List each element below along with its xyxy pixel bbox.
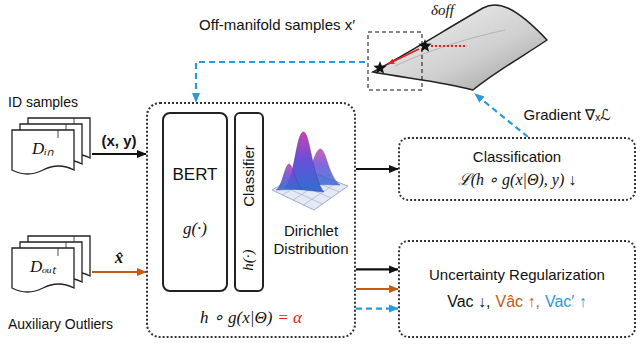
- manifold-surface: Off-manifold samples x′δoff: [365, 0, 550, 94]
- group-heading: ID samples: [8, 94, 78, 110]
- classifier-box: Classifier h(·): [234, 112, 264, 292]
- text-row: Classifier: [240, 145, 257, 207]
- edge-label: (x, y): [99, 132, 138, 149]
- model-output: = α: [277, 308, 302, 328]
- dataset-symbol: Dᵢₙ: [32, 139, 54, 159]
- group-heading: Auxiliary Outliers: [8, 316, 113, 332]
- dataset-stack: Auxiliary OutliersDₒᵤₜ: [12, 236, 92, 296]
- manifold-surface: [373, 5, 547, 90]
- sample-star: [373, 61, 386, 74]
- perturbation-arrow: [388, 49, 419, 64]
- text-row: h(·): [240, 249, 257, 270]
- regularization-title: Uncertainty Regularization: [429, 266, 605, 283]
- vacuity-term: Vâc ↑,: [495, 293, 539, 311]
- regularization-box: Uncertainty RegularizationVac ↓,Vâc ↑,Va…: [398, 240, 636, 338]
- flow-arrow: [92, 153, 146, 155]
- encoder-function: g(·): [183, 219, 207, 239]
- distance-label: δoff: [429, 2, 456, 19]
- flow-arrow: [92, 271, 146, 273]
- text-row: δoff: [429, 2, 456, 19]
- encoder-box: BERT g(·): [162, 112, 228, 292]
- flow-arrow: [196, 62, 365, 102]
- loss-formula: ℒ(h ∘ g(x|Θ), y) ↓: [458, 171, 576, 189]
- text-row: Dᵢₙ: [12, 132, 74, 166]
- sample-star: [418, 39, 431, 52]
- sheet-fold: [58, 130, 59, 138]
- text-row: Vac ↓, Vâc ↑, Vac′ ↑: [447, 293, 587, 311]
- flow-arrow: [356, 168, 398, 170]
- loss-title: Classification: [473, 148, 561, 165]
- classifier-function: h(·): [240, 249, 257, 270]
- edge-label: Gradient ∇ₓℒ: [522, 106, 614, 123]
- density-peak: [276, 164, 302, 190]
- text-row: Dₒᵤₜ: [12, 250, 74, 284]
- loss-box: Classificationℒ(h ∘ g(x|Θ), y) ↓: [398, 137, 636, 201]
- document-sheet: [12, 248, 74, 292]
- surface-shading: [395, 30, 505, 66]
- text-row: BERT: [172, 165, 217, 185]
- text-row: ID samples: [8, 94, 78, 110]
- flow-arrow: [356, 308, 398, 310]
- figure-caption-label: Dirichlet Distribution: [268, 222, 354, 258]
- offset-distance-line: [427, 45, 467, 47]
- dataset-stack: ID samplesDᵢₙ: [12, 118, 92, 178]
- figure-heading: Off-manifold samples x′: [199, 16, 355, 33]
- text-row: g(·): [183, 219, 207, 239]
- text-row: ℒ(h ∘ g(x|Θ), y) ↓: [458, 171, 576, 189]
- dirichlet-density-plot: [270, 112, 350, 212]
- text-row: Auxiliary Outliers: [8, 316, 113, 332]
- neighbourhood-box: [368, 32, 422, 90]
- sheet-fold: [58, 248, 59, 256]
- document-sheet: [12, 130, 74, 174]
- text-row: h ∘ g(x|Θ)= α: [148, 308, 354, 328]
- vacuity-term: Vac′ ↑: [545, 293, 587, 311]
- flow-arrow: [356, 288, 398, 290]
- model-formula: h ∘ g(x|Θ): [200, 308, 272, 328]
- text-row: Classification: [473, 148, 561, 165]
- encoder-name: BERT: [172, 165, 217, 185]
- text-row: Uncertainty Regularization: [429, 266, 605, 283]
- dataset-symbol: Dₒᵤₜ: [30, 257, 56, 277]
- flow-arrow: [356, 268, 398, 270]
- model-container: h ∘ g(x|Θ)= α BERT g(·) Classifier h(·): [146, 102, 356, 338]
- classifier-name: Classifier: [240, 145, 257, 207]
- flow-arrow: [475, 94, 528, 137]
- text-row: Off-manifold samples x′: [133, 16, 355, 33]
- manifold-surface-illustration: [365, 0, 550, 94]
- vacuity-term: Vac ↓,: [447, 293, 490, 311]
- edge-label: x̂: [113, 248, 126, 268]
